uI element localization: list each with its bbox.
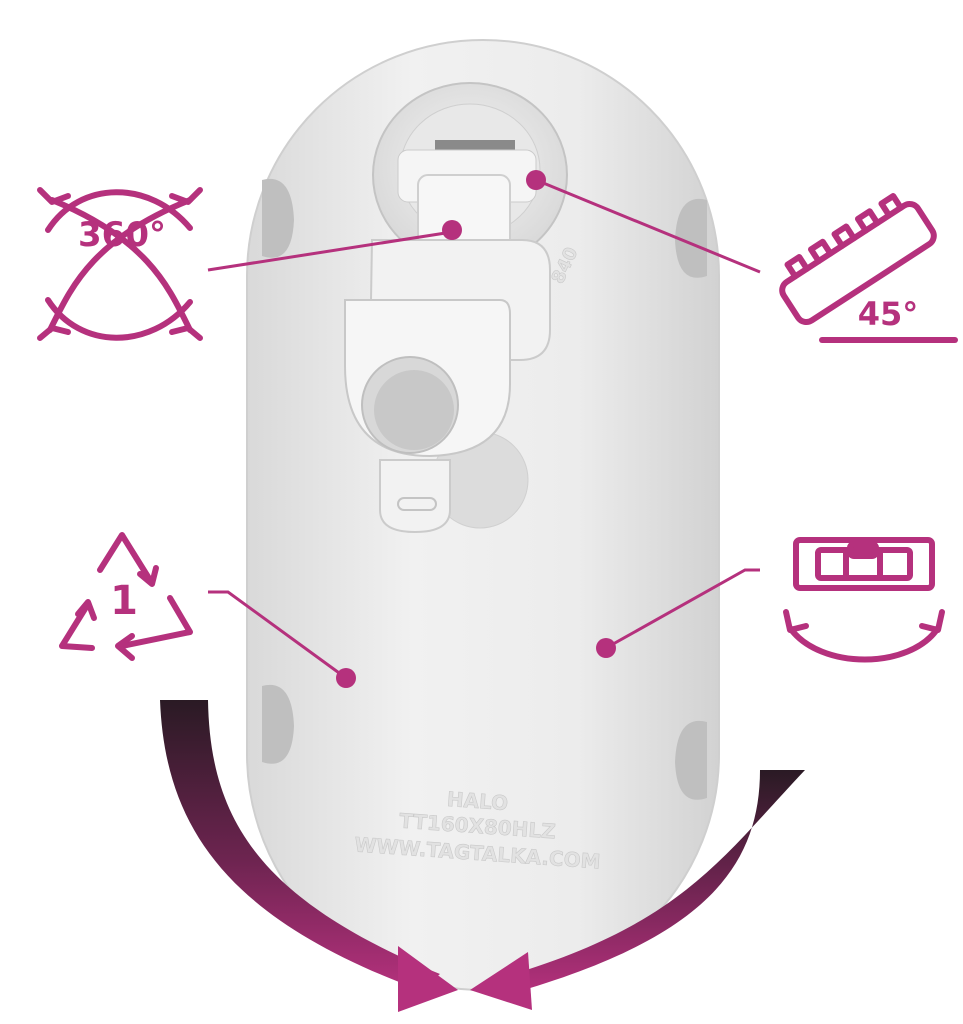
callout-dot-tilt — [526, 170, 546, 190]
tilt-45-icon: 45° — [779, 193, 958, 343]
backplate — [246, 39, 720, 991]
callout-recycle-line — [208, 590, 347, 680]
emboss-line2: TT160X80HLZ — [398, 809, 556, 844]
arrow-right — [500, 770, 805, 994]
emboss-line1: HALO — [446, 787, 509, 815]
callout-dot-level — [596, 638, 616, 658]
callout-dot-recycle — [336, 668, 356, 688]
rotate-360-icon: 360° — [37, 187, 203, 341]
callout-tilt-line — [535, 178, 761, 274]
callout-level-line — [605, 568, 760, 650]
recycle-label: 1 — [110, 578, 138, 624]
callout-dot-rotation — [442, 220, 462, 240]
callout-lines — [207, 178, 761, 680]
arrow-right-head — [470, 952, 532, 1010]
arrow-left — [160, 700, 440, 990]
spirit-level-icon — [783, 537, 945, 663]
tilt-label: 45° — [858, 295, 919, 333]
callout-dots — [336, 170, 616, 688]
arrow-left-head — [398, 946, 458, 1012]
recycle-1-icon: 1 — [59, 532, 193, 661]
swivel-head: 840 — [344, 82, 583, 534]
rotation-label: 360° — [78, 215, 166, 255]
curved-arrows — [160, 700, 805, 1012]
callout-rotation-line — [207, 230, 453, 272]
